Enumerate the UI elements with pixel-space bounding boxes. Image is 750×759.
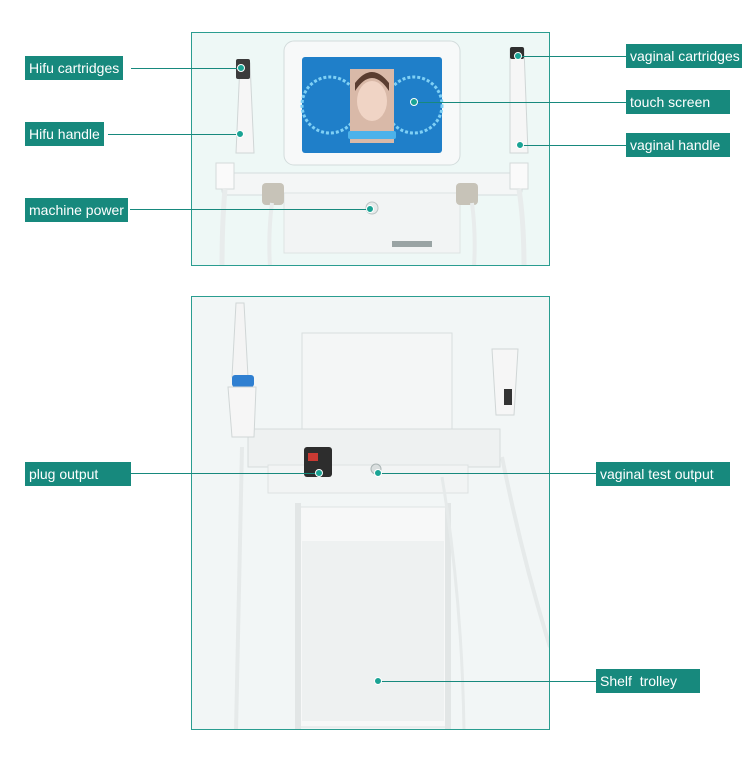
machine-trolley-illustration [227,302,549,729]
machine-power-marker [366,205,374,213]
touch-screen-marker [410,98,418,106]
touch-screen-leader-line [414,102,626,103]
machine-front-photo [191,32,550,266]
machine-power-label: machine power [25,198,128,222]
touch-screen-label: touch screen [626,90,730,114]
machine-power-leader-line [130,209,369,210]
vaginal-test-output-leader-line [378,473,596,474]
machine-front-illustration [215,40,529,265]
hifu-cartridges-leader-line [131,68,239,69]
vaginal-cartridges-label: vaginal cartridges [626,44,742,68]
shelf-trolley-label: Shelf trolley [596,669,700,693]
hifu-handle-marker [236,130,244,138]
hifu-cartridges-label: Hifu cartridges [25,56,124,80]
plug-output-label: plug output [25,462,131,486]
hifu-cartridges-marker [237,64,245,72]
hifu-handle-leader-line [108,134,240,135]
shelf-trolley-leader-line [378,681,596,682]
plug-output-leader-line [131,473,319,474]
shelf-trolley-marker [374,677,382,685]
vaginal-test-output-label: vaginal test output [596,462,730,486]
hifu-handle-label: Hifu handle [25,122,104,146]
vaginal-cartridges-leader-line [518,56,626,57]
vaginal-test-output-marker [374,469,382,477]
machine-trolley-photo [191,296,550,730]
vaginal-handle-leader-line [520,145,626,146]
plug-output-marker [315,469,323,477]
vaginal-cartridges-marker [514,52,522,60]
vaginal-handle-label: vaginal handle [626,133,730,157]
vaginal-handle-marker [516,141,524,149]
